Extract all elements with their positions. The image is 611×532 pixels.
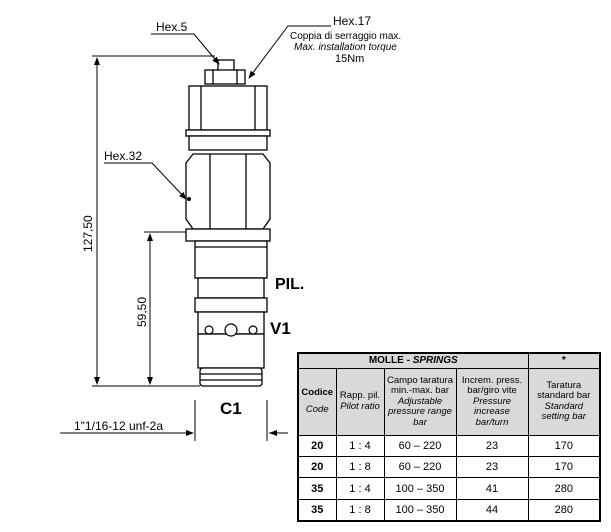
pilot-length-label: 59,50 <box>135 297 149 327</box>
table-title-row: MOLLE - SPRINGS * <box>297 352 601 369</box>
standard-setting-star: * <box>527 352 601 369</box>
port-pil: PIL. <box>275 276 304 293</box>
lock-nut-hex17 <box>204 69 246 85</box>
overall-length-label: 127,50 <box>81 215 95 252</box>
thread-spec-label: 1"1/16-12 unf-2a <box>74 419 163 433</box>
table-title: MOLLE - SPRINGS <box>297 352 529 369</box>
port-c1: C1 <box>220 399 242 418</box>
table-row: 20 1 : 4 60 – 220 23 170 <box>297 434 601 458</box>
hex32-nut <box>185 153 271 230</box>
port-v1: V1 <box>270 319 291 338</box>
dimension-lines <box>60 55 288 441</box>
hex5-label: Hex.5 <box>156 20 188 34</box>
torque-label-it: Coppia di serraggio max. <box>290 31 401 42</box>
valve-cartridge <box>185 59 271 387</box>
torque-value: 15Nm <box>335 53 364 65</box>
bottom-seal <box>199 367 263 387</box>
hex17-label: Hex.17 <box>333 14 371 28</box>
upper-body <box>188 85 268 131</box>
v1-port-holes <box>204 323 258 337</box>
table-row: 20 1 : 8 60 – 220 23 170 <box>297 456 601 479</box>
header-pilot-ratio: Rapp. pil.Pilot ratio <box>335 367 385 436</box>
table-row: 35 1 : 8 100 – 350 44 280 <box>297 498 601 522</box>
torque-label-en: Max. installation torque <box>294 42 397 53</box>
hex32-label: Hex.32 <box>104 149 142 163</box>
callout-leaders <box>104 25 331 200</box>
table-row: 35 1 : 4 100 – 350 41 280 <box>297 477 601 500</box>
